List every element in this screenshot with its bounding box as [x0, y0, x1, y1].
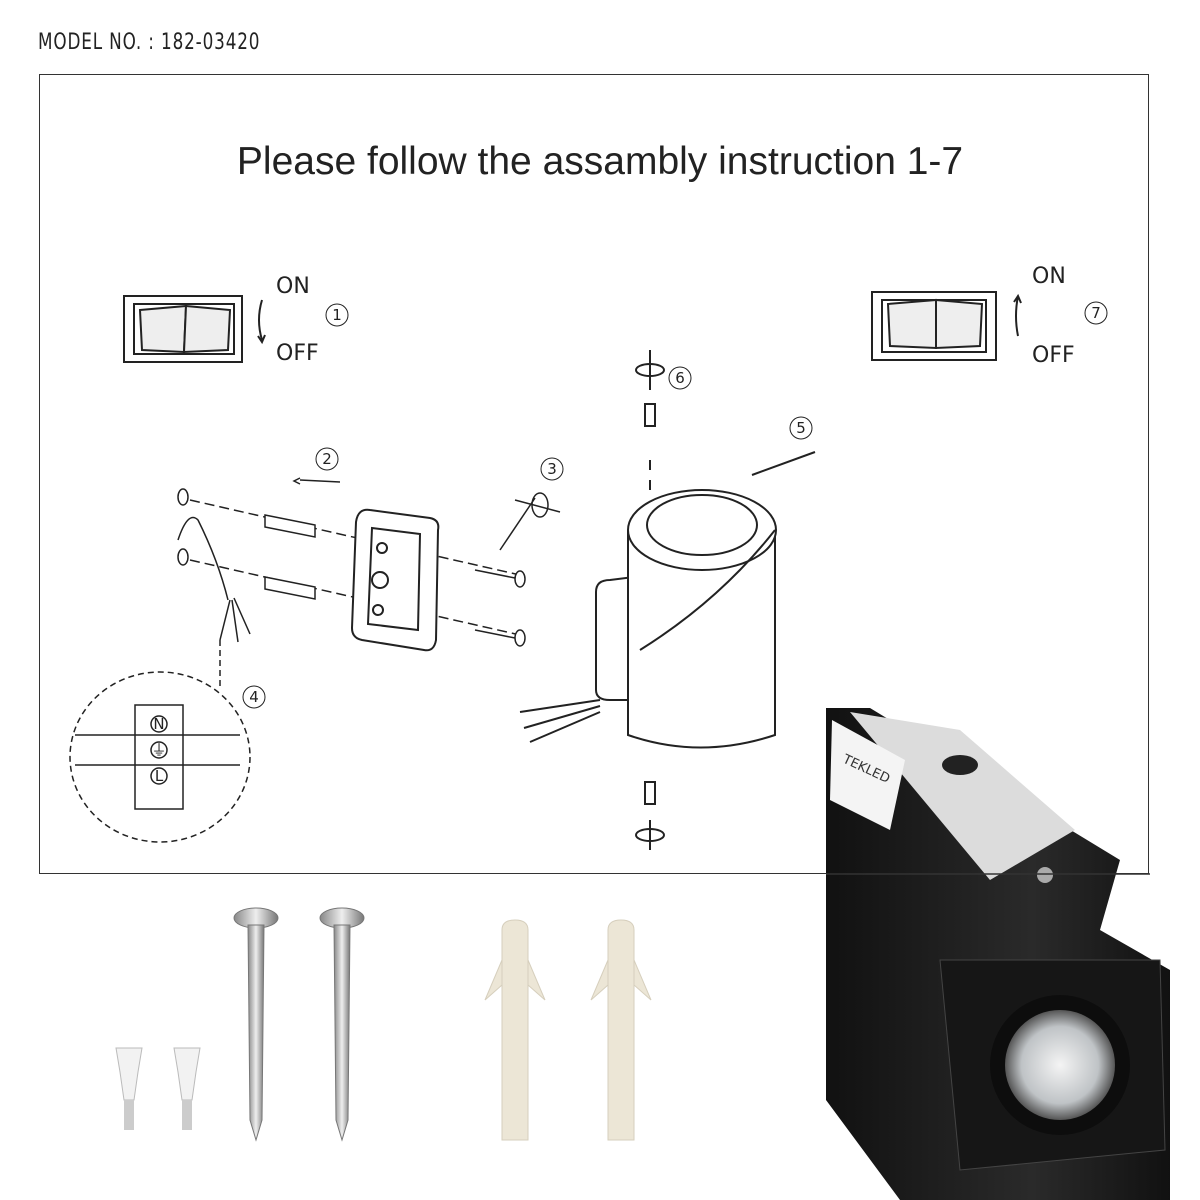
step-1-number: 1 — [332, 306, 342, 324]
product-screw-icon — [1037, 867, 1053, 883]
model-number: MODEL NO. : 182-03420 — [38, 30, 261, 55]
wall-anchor-drawing-icon — [264, 477, 341, 600]
switch-on-icon — [871, 291, 1022, 361]
step-4-number: 4 — [249, 688, 259, 706]
mounting-bracket-icon — [350, 508, 440, 652]
switch-off-icon — [123, 295, 266, 363]
step-2-number: 2 — [322, 450, 332, 468]
switch-right-on-label: ON — [1032, 264, 1066, 289]
lens-icon — [1005, 1010, 1115, 1120]
step-1-marker — [325, 303, 349, 327]
step-5-marker — [789, 416, 813, 440]
step-6-number: 6 — [675, 369, 685, 387]
step-6-marker — [668, 366, 692, 390]
terminal-e-label: ⏚ — [151, 741, 166, 759]
diagram-title: Please follow the assambly instruction 1… — [236, 140, 964, 183]
wall-plug-icon — [484, 919, 652, 1141]
step-5-number: 5 — [796, 419, 806, 437]
light-fixture-drawing-icon — [519, 350, 816, 850]
product-photo: TEKLED — [826, 708, 1170, 1200]
step-2-marker — [315, 447, 339, 471]
switch-right-off-label: OFF — [1032, 343, 1075, 368]
switch-left-off-label: OFF — [276, 341, 319, 366]
step-7-marker — [1084, 301, 1108, 325]
screw-drawing-icon — [474, 492, 561, 647]
terminal-n-label: N — [153, 715, 164, 733]
diagram-frame — [39, 74, 1149, 874]
terminal-l-label: L — [155, 767, 164, 785]
wire-connector-icon — [115, 1047, 201, 1130]
step-7-number: 7 — [1091, 304, 1101, 322]
step-3-number: 3 — [547, 460, 557, 478]
step-4-marker — [242, 685, 266, 709]
switch-left-on-label: ON — [276, 274, 310, 299]
wall-wiring-icon — [69, 488, 521, 843]
step-3-marker — [540, 457, 564, 481]
screw-icon — [233, 907, 365, 1142]
